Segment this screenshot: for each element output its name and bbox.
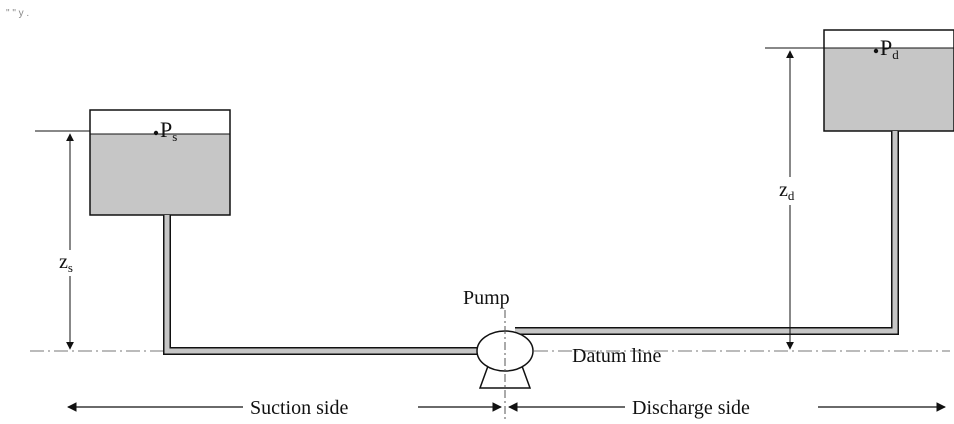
suction-height-label: zs xyxy=(59,251,73,275)
suction-height-dimension: zs xyxy=(35,130,90,350)
suction-height-base: z xyxy=(59,251,68,273)
suction-height-sub: s xyxy=(68,260,73,275)
discharge-pressure-sub: d xyxy=(892,47,899,62)
datum-line-label: Datum line xyxy=(572,345,662,367)
discharge-tank-liquid xyxy=(824,48,954,131)
suction-pressure-label: Ps xyxy=(160,117,177,144)
discharge-height-sub: d xyxy=(788,188,795,203)
discharge-height-base: z xyxy=(779,179,788,201)
suction-tank-liquid xyxy=(90,134,230,215)
discharge-tank: Pd xyxy=(823,29,954,132)
discharge-height-label: zd xyxy=(779,179,795,203)
pump-label: Pump xyxy=(463,287,510,309)
discharge-pressure-base: P xyxy=(880,35,892,60)
suction-pressure-sub: s xyxy=(172,129,177,144)
discharge-tank-outline xyxy=(823,29,954,132)
suction-side-label: Suction side xyxy=(250,397,348,419)
suction-tank-outline xyxy=(89,109,231,216)
corner-artifact-text: " " y . xyxy=(6,8,29,19)
suction-tank: Ps xyxy=(89,109,231,216)
suction-pressure-base: P xyxy=(160,117,172,142)
suction-pipe xyxy=(163,215,490,355)
discharge-pressure-point xyxy=(873,48,879,54)
discharge-height-dimension: zd xyxy=(765,47,824,350)
suction-pressure-point xyxy=(153,130,159,136)
discharge-pressure-label: Pd xyxy=(880,35,899,62)
discharge-pipe xyxy=(515,131,899,335)
pump xyxy=(476,310,534,420)
discharge-side-label: Discharge side xyxy=(632,397,750,419)
